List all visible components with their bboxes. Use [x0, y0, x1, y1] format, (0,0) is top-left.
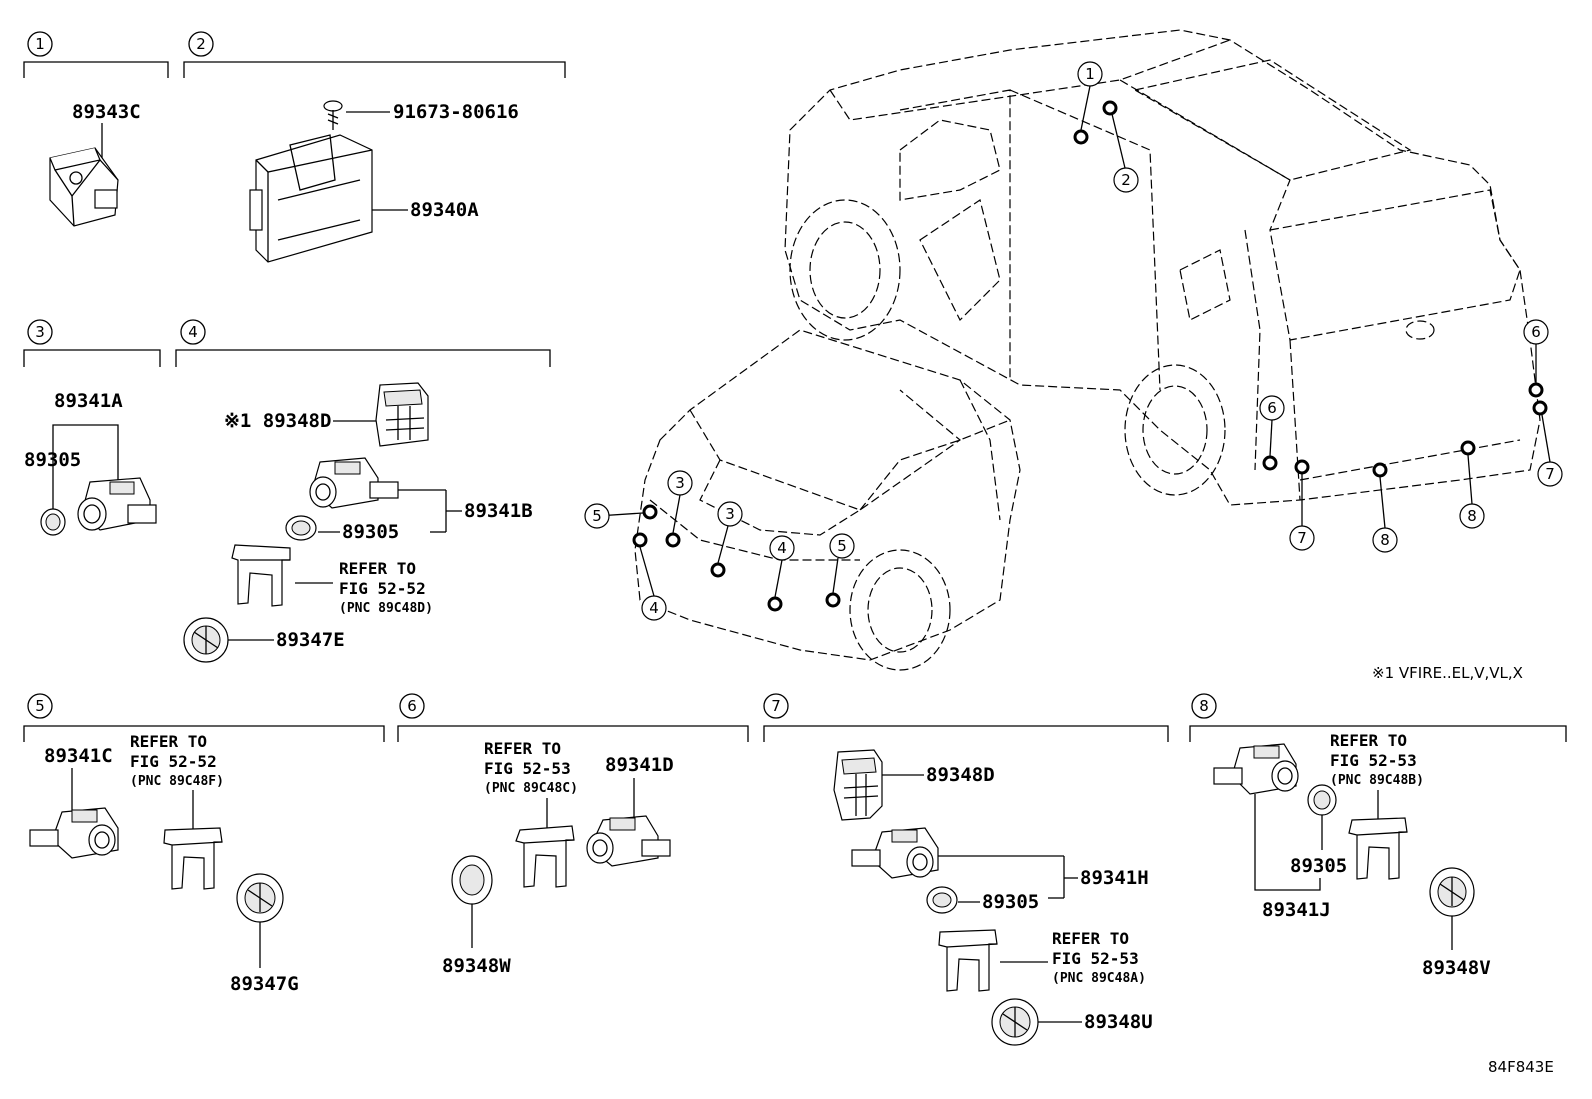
bracket-89348D-part [375, 382, 429, 447]
screw-part [323, 100, 343, 130]
part-number-89341J: 89341J [1262, 899, 1331, 921]
part-number-89305: 89305 [1290, 855, 1347, 877]
part-number-89341D: 89341D [605, 754, 674, 776]
retainer-clip-part [231, 544, 291, 607]
grommet-part [40, 508, 66, 536]
callout-number: 7 [1297, 529, 1307, 547]
part-number-89305: 89305 [342, 521, 399, 543]
part-number-89348D: 89348D [926, 764, 995, 786]
vehicle-illustration: 1 2 3 3 4 4 5 5 6 6 7 7 8 8 [584, 29, 1563, 671]
section-number: 5 [35, 697, 45, 715]
part-number-89347E: 89347E [276, 629, 345, 651]
bracket-89348D-part [833, 749, 883, 821]
callout-number: 3 [675, 474, 685, 492]
callout-number: 4 [649, 599, 659, 617]
section-6: 6 REFER TO FIG 52-53 (PNC 89C48C) 89341D… [397, 693, 749, 977]
part-number-89341H: 89341H [1080, 867, 1149, 889]
callout-number: 8 [1467, 507, 1477, 525]
bezel-89348U-part [991, 998, 1039, 1046]
variant-note: ※1 VFIRE..EL,V,VL,X [1372, 664, 1523, 682]
callout-number: 3 [725, 505, 735, 523]
section-number: 4 [188, 323, 198, 341]
section-number-circle [27, 31, 53, 57]
part-number-91673-80616: 91673-80616 [393, 101, 519, 123]
retainer-clip-part [515, 825, 575, 888]
section-2: 2 91673-80616 89340A [183, 31, 566, 263]
callout-number: 8 [1380, 531, 1390, 549]
part-number-89348U: 89348U [1084, 1011, 1153, 1033]
grommet-part [285, 515, 317, 541]
callout-number: 6 [1531, 323, 1541, 341]
part-number-89341C: 89341C [44, 745, 113, 767]
callout-number: 4 [777, 539, 787, 557]
parking-sensor-part [77, 477, 157, 531]
refer-pnc-label: (PNC 89C48D) [339, 601, 433, 616]
section-number: 1 [35, 35, 45, 53]
part-number-89305: 89305 [24, 449, 81, 471]
refer-pnc-label: (PNC 89C48C) [484, 781, 578, 796]
part-number-89341A: 89341A [54, 390, 123, 412]
retainer-clip-part [938, 929, 998, 992]
section-3: 3 89341A 89305 [23, 319, 161, 536]
part-number-89340A: 89340A [410, 199, 479, 221]
section-number: 3 [35, 323, 45, 341]
figure-code: 84F843E [1488, 1058, 1554, 1076]
callout-number: 5 [837, 537, 847, 555]
callout-number: 7 [1545, 465, 1555, 483]
section-7: 7 89348D 89341H 89305 [763, 693, 1169, 1046]
parking-sensor-89341C-part [29, 807, 119, 859]
bezel-89347E-part [183, 617, 229, 663]
part-number-89347G: 89347G [230, 973, 299, 995]
bezel-89347G-part [236, 873, 284, 923]
part-number-89305: 89305 [982, 891, 1039, 913]
part-number-89341B: 89341B [464, 500, 533, 522]
part-number-89348V: 89348V [1422, 957, 1491, 979]
refer-fig-label: FIG 52-52 [339, 579, 426, 598]
retainer-clip-part [1348, 817, 1408, 880]
bezel-89348V-part [1429, 867, 1475, 917]
refer-fig-label: FIG 52-53 [1330, 751, 1417, 770]
refer-fig-label: FIG 52-53 [1052, 949, 1139, 968]
bezel-89348W-part [451, 855, 493, 905]
motion-sensor-part [49, 147, 119, 227]
section-number: 7 [771, 697, 781, 715]
callout-number: 1 [1085, 65, 1095, 83]
section-5: 5 89341C REFER TO FIG 52-52 (PNC 89C48F)… [23, 693, 385, 995]
parking-sensor-89341B-part [309, 457, 399, 509]
parking-sensor-89341D-part [586, 815, 671, 867]
part-number-89348D: ※1 89348D [224, 410, 331, 432]
parking-sensor-89341H-part [851, 827, 939, 879]
callout-number: 2 [1121, 171, 1131, 189]
refer-pnc-label: (PNC 89C48F) [130, 774, 224, 789]
section-8: 8 89305 89341J REFER TO FIG 52-53 (PNC 8… [1189, 693, 1567, 979]
refer-to-label: REFER TO [484, 739, 561, 758]
refer-fig-label: FIG 52-53 [484, 759, 571, 778]
grommet-part [926, 886, 958, 914]
ecu-module-part [249, 134, 373, 263]
part-number-89343C: 89343C [72, 101, 141, 123]
section-number: 8 [1199, 697, 1209, 715]
section-number: 2 [196, 35, 206, 53]
retainer-clip-part [163, 827, 223, 890]
refer-to-label: REFER TO [130, 732, 207, 751]
callout-number: 6 [1267, 399, 1277, 417]
section-4: 4 ※1 89348D 89341B 89305 [175, 319, 551, 663]
grommet-part [1307, 784, 1337, 816]
part-number-89348W: 89348W [442, 955, 511, 977]
section-1: 1 89343C [23, 31, 169, 227]
section-number: 6 [407, 697, 417, 715]
callout-number: 5 [592, 507, 602, 525]
refer-to-label: REFER TO [339, 559, 416, 578]
refer-pnc-label: (PNC 89C48A) [1052, 971, 1146, 986]
refer-to-label: REFER TO [1052, 929, 1129, 948]
refer-pnc-label: (PNC 89C48B) [1330, 773, 1424, 788]
refer-fig-label: FIG 52-52 [130, 752, 217, 771]
parking-sensor-89341J-part [1213, 743, 1299, 795]
refer-to-label: REFER TO [1330, 731, 1407, 750]
